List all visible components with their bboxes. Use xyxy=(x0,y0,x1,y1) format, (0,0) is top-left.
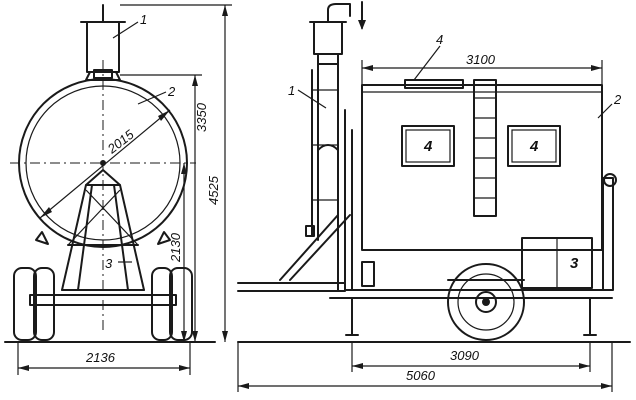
side-ladder xyxy=(473,79,497,217)
window-right-label: 4 xyxy=(529,138,539,155)
side-callout-4: 4 xyxy=(436,32,443,47)
side-tower xyxy=(279,63,353,291)
dim-5060: 5060 xyxy=(406,368,436,383)
front-support-frame xyxy=(29,169,177,306)
front-wheels xyxy=(13,267,193,341)
side-drawbar xyxy=(237,261,375,292)
front-callout-2: 2 xyxy=(167,84,176,99)
side-top-unit xyxy=(309,1,366,65)
dim-4525: 4525 xyxy=(206,175,221,205)
front-callout-3: 3 xyxy=(105,256,113,271)
dim-3100: 3100 xyxy=(466,52,496,67)
roof-hatch xyxy=(404,79,464,89)
front-view: 1 2 3 2015 3350 2130 4525 2136 xyxy=(4,4,232,375)
window-right xyxy=(507,125,561,167)
front-callout-1: 1 xyxy=(140,12,147,27)
side-callout-2: 2 xyxy=(613,92,622,107)
side-view: 1 4 2 3 4 4 3100 3090 5060 xyxy=(237,1,631,392)
side-van-body xyxy=(329,79,617,299)
side-support-legs xyxy=(345,297,597,336)
dim-2136: 2136 xyxy=(85,350,116,365)
window-left-label: 4 xyxy=(423,138,433,155)
front-diameter-dim: 2015 xyxy=(104,126,137,157)
side-callout-1: 1 xyxy=(288,83,295,98)
side-wheel xyxy=(447,263,525,341)
dim-3350: 3350 xyxy=(194,102,209,132)
dim-3090: 3090 xyxy=(450,348,480,363)
side-callout-3: 3 xyxy=(570,255,579,272)
dim-2130: 2130 xyxy=(168,232,183,263)
window-left xyxy=(401,125,455,167)
